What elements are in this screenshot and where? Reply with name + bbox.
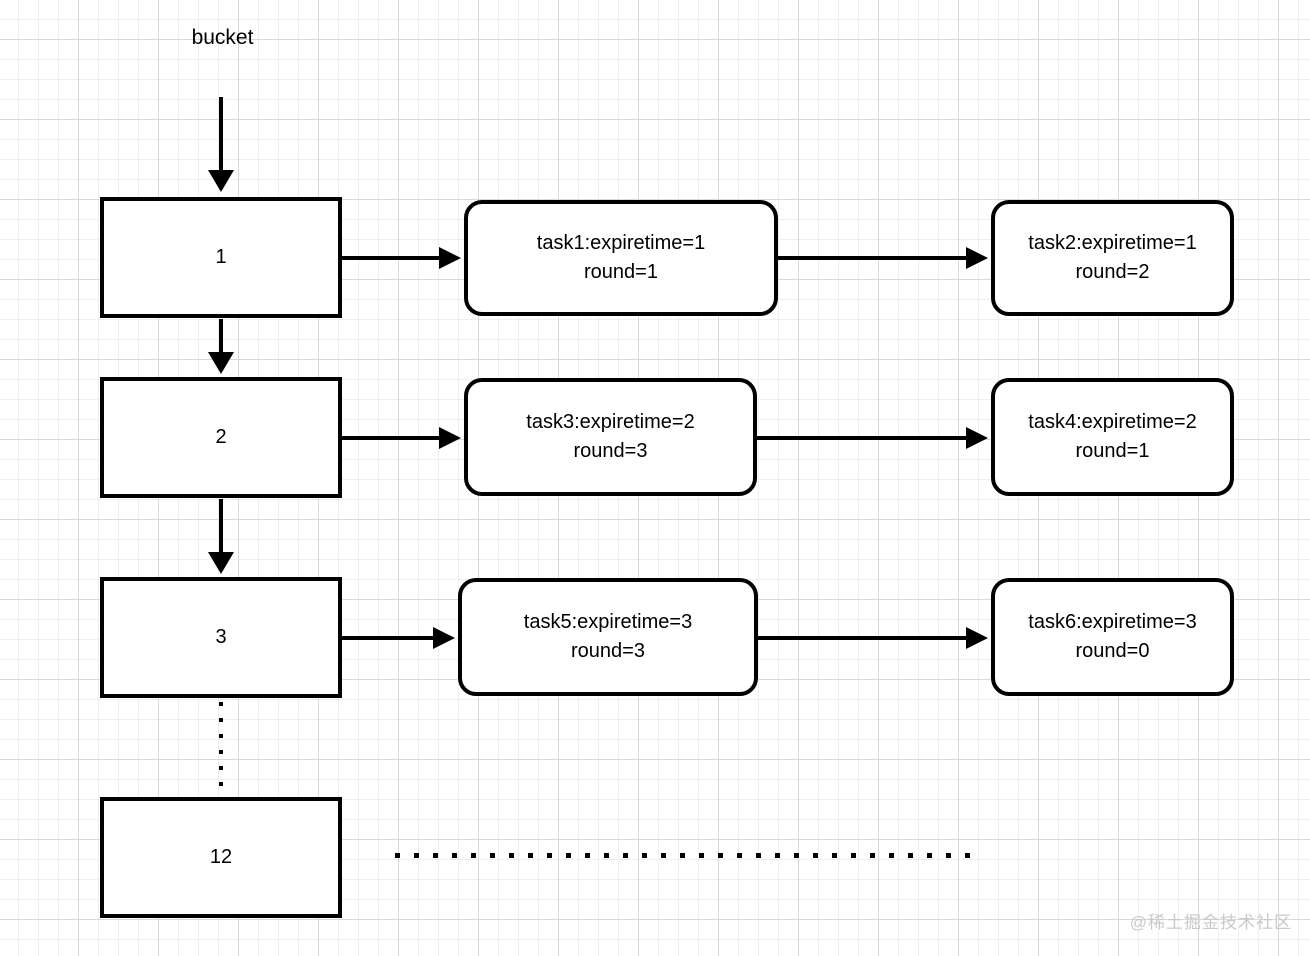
arrow-slot1-to-slot2 xyxy=(208,319,234,374)
bucket-slot-12: 12 xyxy=(100,797,342,918)
arrow-bucket-to-slot1 xyxy=(208,97,234,192)
arrow-right-icon xyxy=(439,427,461,449)
arrow-task5-to-task6 xyxy=(758,627,988,649)
watermark: @稀土掘金技术社区 xyxy=(1129,913,1292,932)
bucket-title-label: bucket xyxy=(191,26,254,49)
task-text-line1: task6:expiretime=3 xyxy=(1028,611,1197,633)
task-text-line2: round=1 xyxy=(1075,440,1150,462)
task-node-task2: task2:expiretime=1 round=2 xyxy=(991,200,1234,316)
bucket-slot-3: 3 xyxy=(100,577,342,698)
bucket-slot-2: 2 xyxy=(100,377,342,498)
arrow-slot2-to-task3 xyxy=(342,427,461,449)
task-text-line2: round=2 xyxy=(1075,261,1150,283)
arrow-task3-to-task4 xyxy=(757,427,988,449)
task-node-task5: task5:expiretime=3 round=3 xyxy=(458,578,758,696)
task-text-line1: task3:expiretime=2 xyxy=(526,411,695,433)
task-text-line1: task2:expiretime=1 xyxy=(1028,232,1197,254)
bucket-slot-label: 12 xyxy=(209,846,233,868)
arrow-right-icon xyxy=(966,627,988,649)
arrow-down-icon xyxy=(208,170,234,192)
bucket-slot-label: 2 xyxy=(215,426,227,448)
task-node-task6: task6:expiretime=3 round=0 xyxy=(991,578,1234,696)
bucket-slot-label: 1 xyxy=(215,246,227,268)
ellipsis-slots-vertical xyxy=(219,702,223,795)
arrow-slot1-to-task1 xyxy=(342,247,461,269)
task-node-task3: task3:expiretime=2 round=3 xyxy=(464,378,757,496)
arrow-task1-to-task2 xyxy=(778,247,988,269)
task-text-line2: round=0 xyxy=(1075,640,1150,662)
task-text-line1: task4:expiretime=2 xyxy=(1028,411,1197,433)
arrow-slot2-to-slot3 xyxy=(208,499,234,574)
arrow-right-icon xyxy=(966,427,988,449)
arrow-right-icon xyxy=(966,247,988,269)
task-text-line2: round=3 xyxy=(571,640,645,662)
bucket-slot-label: 3 xyxy=(215,626,227,648)
task-text-line1: task1:expiretime=1 xyxy=(536,232,706,254)
ellipsis-task-list-horizontal xyxy=(395,853,980,858)
task-text-line1: task5:expiretime=3 xyxy=(523,611,693,633)
task-node-task1: task1:expiretime=1 round=1 xyxy=(464,200,778,316)
arrow-right-icon xyxy=(439,247,461,269)
arrow-slot3-to-task5 xyxy=(342,627,455,649)
bucket-slot-1: 1 xyxy=(100,197,342,318)
task-node-task4: task4:expiretime=2 round=1 xyxy=(991,378,1234,496)
arrow-down-icon xyxy=(208,352,234,374)
task-text-line2: round=3 xyxy=(573,440,648,462)
task-text-line2: round=1 xyxy=(584,261,658,283)
arrow-down-icon xyxy=(208,552,234,574)
arrow-right-icon xyxy=(433,627,455,649)
